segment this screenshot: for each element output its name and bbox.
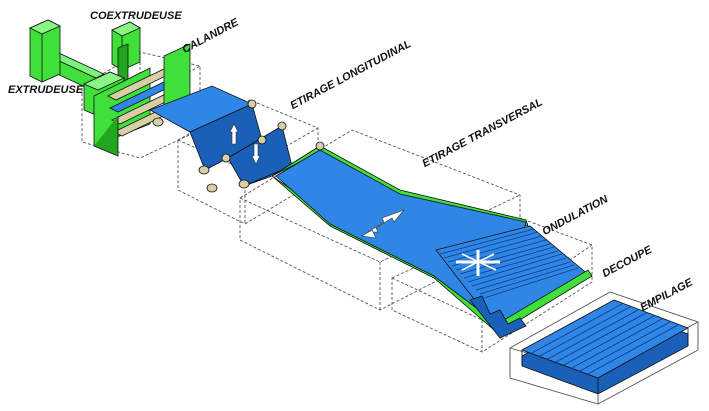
ondulation-corrugation [435, 225, 593, 339]
coextrudeuse-machine [111, 21, 141, 85]
label-extrudeuse: EXTRUDEUSE [8, 84, 84, 96]
extrudeuse-machine [29, 19, 105, 93]
empilage-stack [521, 299, 689, 395]
stretch-rollers [152, 99, 325, 193]
calandre-rolls [93, 43, 191, 157]
label-coextrudeuse: COEXTRUDEUSE [90, 10, 182, 22]
stretch-arrows [229, 123, 500, 276]
